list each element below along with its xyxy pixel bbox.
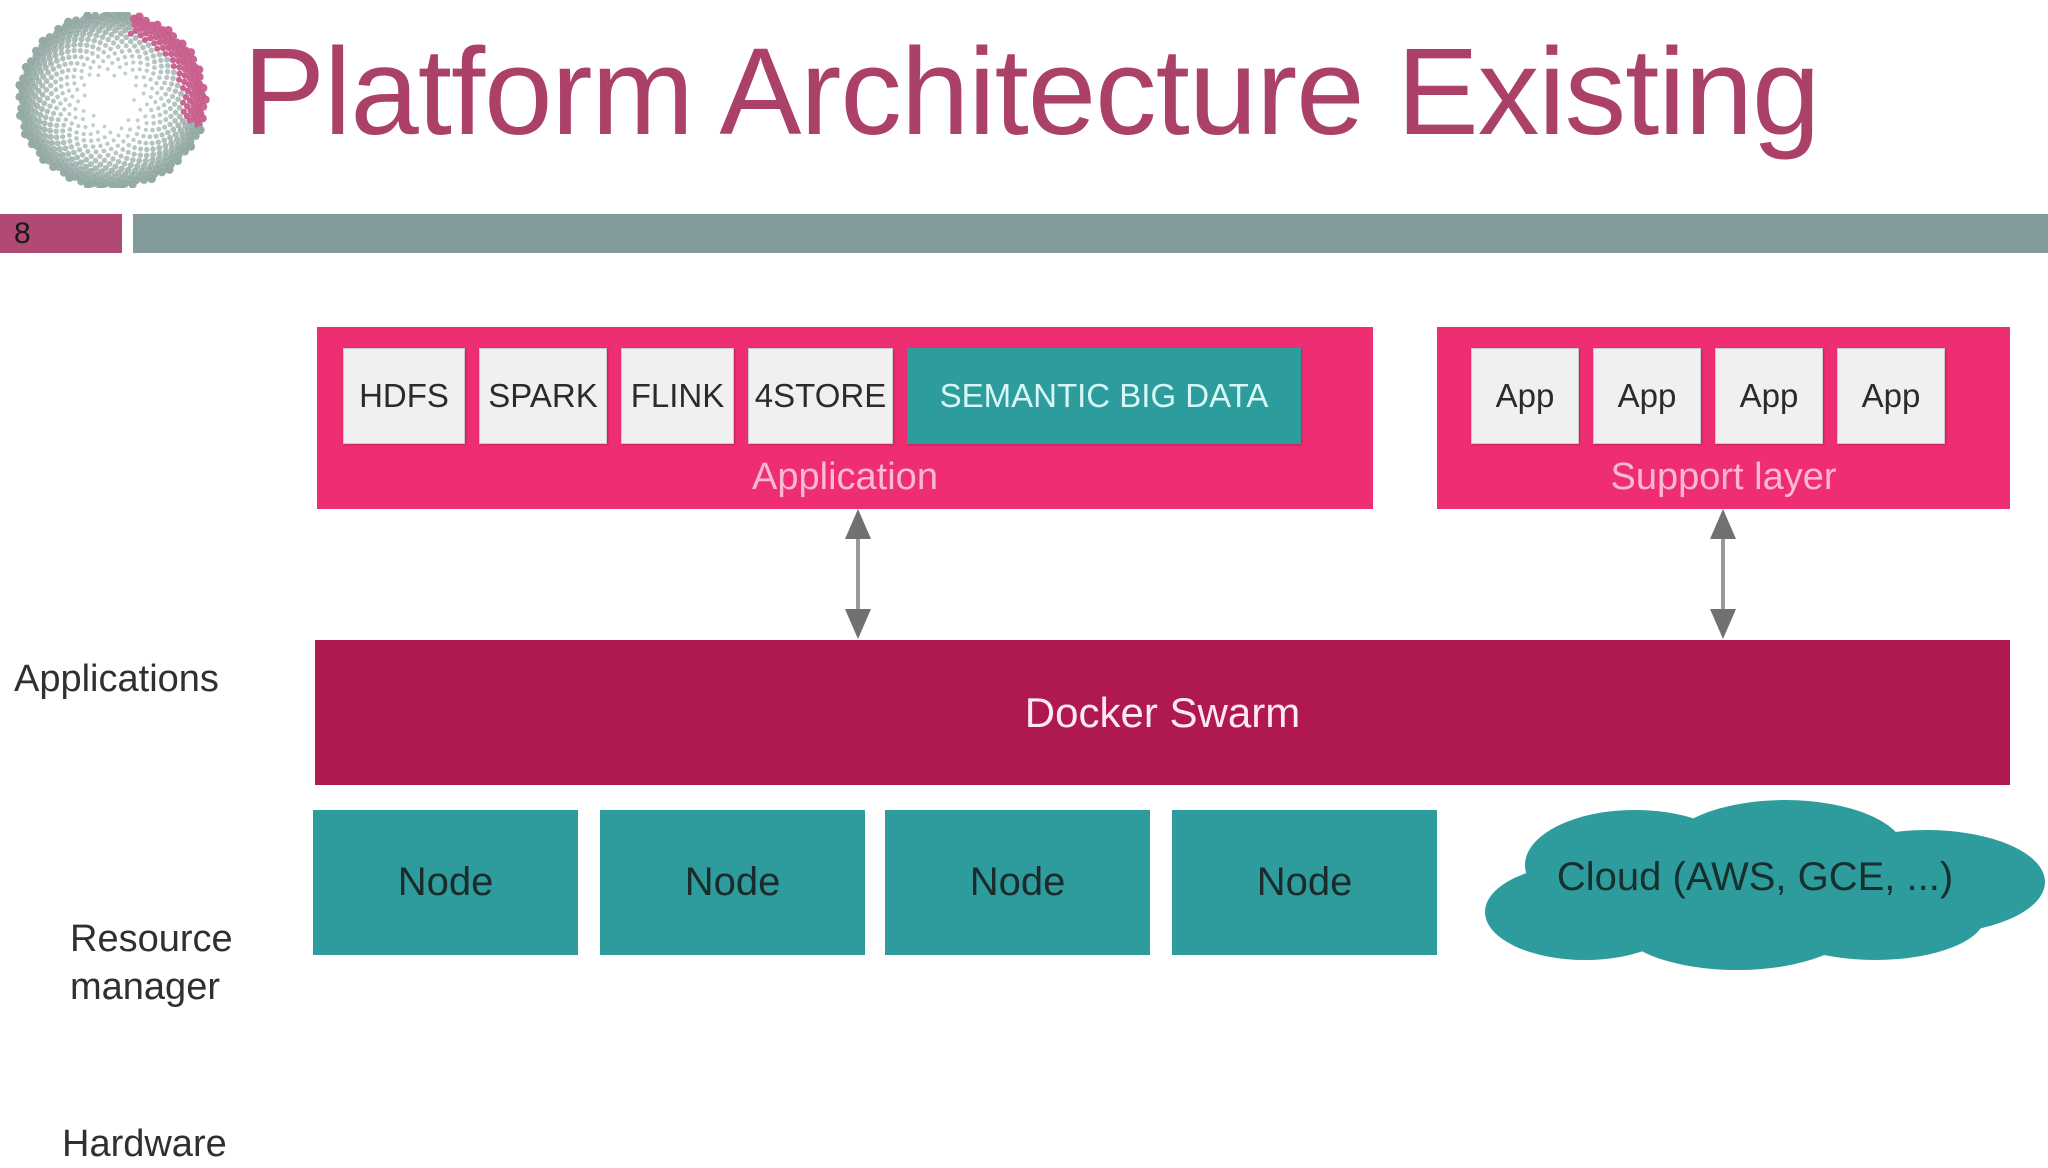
hardware-node-box-3[interactable]: Node: [1172, 810, 1437, 955]
application-chip-2[interactable]: FLINK: [621, 348, 734, 444]
application-chip-3[interactable]: 4STORE: [748, 348, 893, 444]
application-chip-0[interactable]: HDFS: [343, 348, 465, 444]
row-label-hardware: Hardware: [62, 1123, 227, 1165]
header-divider-bar: [133, 214, 2048, 253]
double-arrow-icon-support-to-resource: [1710, 509, 1736, 639]
application-chip-1[interactable]: SPARK: [479, 348, 607, 444]
slide-header: Platform Architecture Existing 8: [0, 0, 2048, 260]
row-label-resource-manager: Resource manager: [70, 915, 310, 1011]
hardware-node-box-2[interactable]: Node: [885, 810, 1150, 955]
support-chip-1[interactable]: App: [1593, 348, 1701, 444]
row-label-resource-manager-line1: Resource: [70, 918, 233, 960]
row-label-applications: Applications: [14, 658, 219, 700]
page-number-badge: 8: [0, 214, 122, 253]
resource-manager-label: Docker Swarm: [1024, 688, 1301, 736]
support-chip-0[interactable]: App: [1471, 348, 1579, 444]
cloud-label: Cloud (AWS, GCE, ...): [1556, 855, 1954, 899]
application-chip-4[interactable]: SEMANTIC BIG DATA: [907, 348, 1301, 444]
application-layer-caption: Application: [752, 456, 938, 498]
row-label-resource-manager-line2: manager: [70, 966, 220, 1008]
page-title: Platform Architecture Existing: [243, 24, 1820, 161]
hardware-node-box-1[interactable]: Node: [600, 810, 865, 955]
page-number-text: 8: [14, 217, 31, 250]
hardware-node-box-0[interactable]: Node: [313, 810, 578, 955]
support-chip-2[interactable]: App: [1715, 348, 1823, 444]
support-chip-3[interactable]: App: [1837, 348, 1945, 444]
architecture-diagram: Applications Resource manager Hardware H…: [0, 260, 2048, 1165]
support-layer-caption: Support layer: [1610, 456, 1837, 498]
double-arrow-icon-application-to-resource: [845, 509, 871, 639]
cloud-icon: [1485, 800, 2045, 970]
spiral-dot-logo: [15, 12, 210, 188]
resource-manager-bar: Docker Swarm: [315, 640, 2010, 785]
